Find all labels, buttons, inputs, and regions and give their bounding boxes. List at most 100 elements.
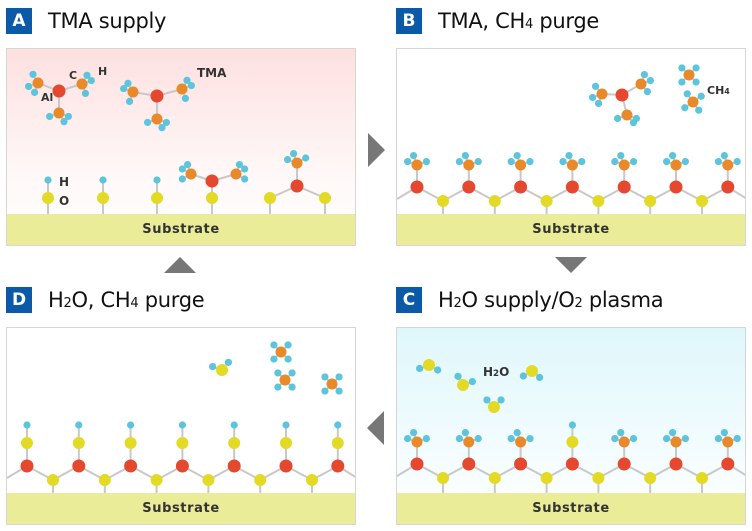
hydrogen-atom	[513, 429, 521, 437]
step-a-substrate: Substrate	[7, 214, 355, 245]
oxygen-atom	[488, 472, 501, 484]
carbon-atom	[683, 69, 695, 81]
hydrogen-atom	[643, 88, 652, 96]
oxygen-atom	[151, 192, 163, 204]
aluminum-atom	[227, 459, 241, 473]
step-c-header: C H2O supply/O2 plasma	[396, 287, 664, 313]
hydrogen-atom	[284, 355, 292, 363]
hydrogen-atom	[461, 429, 469, 437]
hydrogen-atom	[692, 78, 700, 86]
step-d-title-sub2: 4	[130, 296, 139, 311]
hydrogen-atom	[75, 421, 83, 429]
hydrogen-atom	[183, 76, 191, 84]
hydrogen-atom	[468, 377, 476, 386]
step-d-badge: D	[6, 287, 32, 313]
step-c-panel: H2O Substrate	[396, 327, 746, 525]
step-d-header: D H2O, CH4 purge	[6, 287, 205, 313]
carbon-atom	[635, 78, 647, 90]
hydrogen-atom	[64, 112, 72, 121]
oxygen-atom	[457, 379, 469, 391]
hydrogen-atom	[302, 154, 310, 162]
hydrogen-atom	[120, 84, 128, 93]
label-ch4: CH4	[707, 84, 730, 97]
oxygen-atom	[331, 437, 344, 449]
label-surface-h: H	[59, 175, 69, 189]
step-c-title-h: H	[438, 288, 454, 312]
hydrogen-atom	[519, 372, 527, 380]
hydrogen-atom	[334, 421, 342, 429]
hydrogen-atom	[640, 71, 649, 79]
hydrogen-atom	[127, 421, 135, 429]
aluminum-atom	[721, 180, 735, 194]
oxygen-atom	[644, 472, 657, 484]
hydrogen-atom	[668, 152, 677, 160]
aluminum-atom	[205, 174, 219, 188]
oxygen-atom	[264, 192, 276, 204]
hydrogen-atom	[474, 157, 482, 166]
aluminum-atom	[669, 180, 683, 194]
carbon-atom	[621, 109, 633, 121]
aluminum-atom	[124, 459, 138, 473]
hydrogen-atom	[404, 157, 412, 166]
hydrogen-atom	[578, 157, 586, 166]
oxygen-atom	[319, 192, 331, 204]
hydrogen-atom	[158, 124, 166, 132]
carbon-atom	[722, 436, 734, 448]
hydrogen-atom	[162, 118, 170, 127]
hydrogen-atom	[46, 112, 54, 121]
hydrogen-atom	[589, 93, 597, 102]
step-b-badge: B	[396, 8, 422, 34]
hydrogen-atom	[614, 114, 622, 123]
hydrogen-atom	[29, 70, 37, 78]
hydrogen-atom	[611, 157, 619, 166]
hydrogen-atom	[617, 429, 625, 437]
hydrogen-atom	[692, 64, 700, 72]
step-c-substrate: Substrate	[397, 493, 745, 524]
hydrogen-atom	[270, 341, 278, 349]
hydrogen-atom	[241, 175, 249, 183]
carbon-atom	[515, 159, 527, 171]
oxygen-atom	[280, 437, 292, 449]
hydrogen-atom	[125, 97, 134, 105]
hydrogen-atom	[733, 157, 741, 166]
hydrogen-atom	[422, 157, 430, 166]
hydrogen-atom	[422, 434, 430, 443]
carbon-atom	[32, 77, 44, 89]
hydrogen-atom	[30, 88, 39, 96]
hydrogen-atom	[663, 157, 671, 166]
aluminum-atom	[52, 84, 66, 98]
carbon-atom	[151, 113, 163, 125]
carbon-atom	[326, 378, 338, 390]
aluminum-atom	[410, 457, 424, 471]
hydrogen-atom	[697, 92, 705, 100]
step-d-title-sub1: 2	[63, 296, 72, 311]
step-b-substrate: Substrate	[397, 214, 745, 245]
hydrogen-atom	[83, 71, 91, 79]
aluminum-atom	[175, 459, 189, 473]
step-d-substrate: Substrate	[7, 493, 355, 524]
hydrogen-atom	[288, 383, 296, 391]
aluminum-atom	[721, 457, 735, 471]
carbon-atom	[230, 168, 242, 180]
aluminum-atom	[20, 459, 34, 473]
step-d-diagram	[7, 341, 355, 495]
hydrogen-atom	[241, 165, 249, 173]
hydrogen-atom	[284, 341, 292, 349]
hydrogen-atom	[44, 176, 52, 184]
hydrogen-atom	[183, 161, 192, 169]
hydrogen-atom	[335, 387, 343, 395]
carbon-atom	[463, 436, 475, 448]
carbon-atom	[463, 159, 475, 171]
carbon-atom	[670, 159, 682, 171]
step-b-title-tail: purge	[533, 9, 600, 33]
hydrogen-atom	[81, 89, 90, 97]
hydrogen-atom	[321, 373, 329, 381]
hydrogen-atom	[454, 372, 462, 380]
hydrogen-atom	[681, 157, 689, 166]
oxygen-atom	[98, 474, 111, 486]
aluminum-atom	[290, 179, 304, 193]
hydrogen-atom	[714, 434, 723, 443]
oxygen-atom	[306, 474, 318, 486]
step-d-title-h: H	[48, 288, 64, 312]
